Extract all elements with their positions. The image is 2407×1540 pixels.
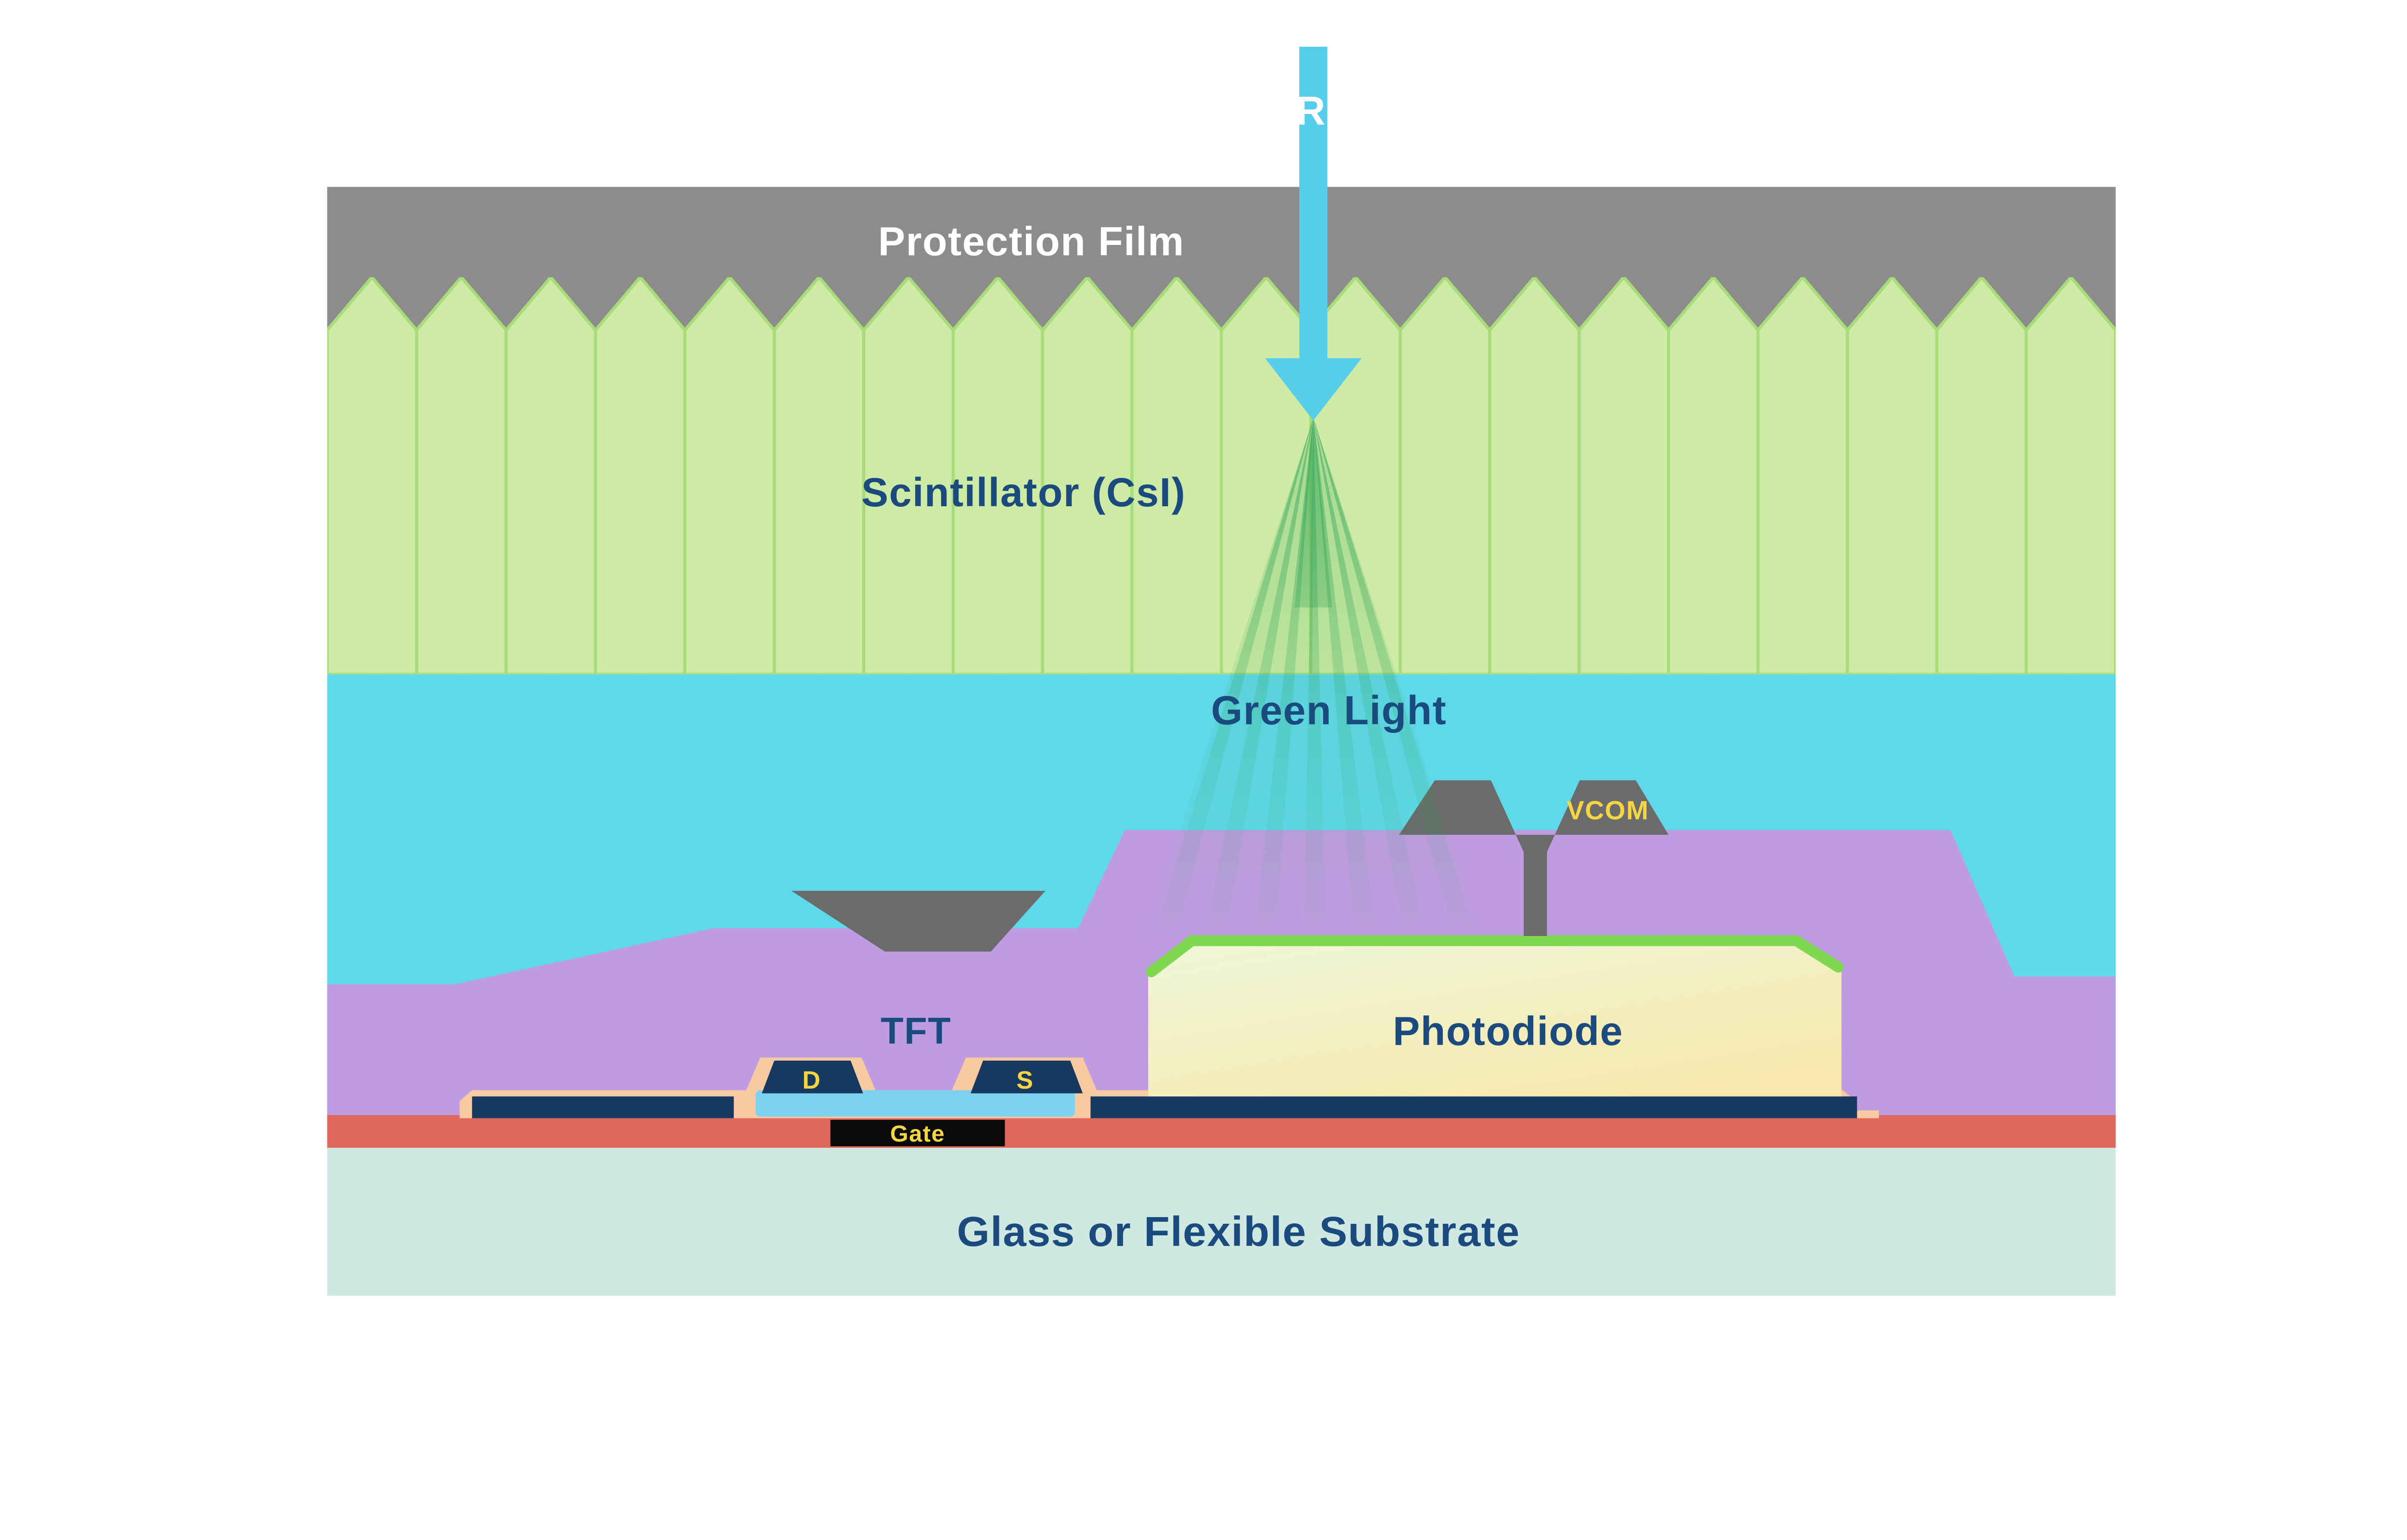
tft-gate-electrode	[830, 1119, 1005, 1146]
protection-film-label: Protection Film	[878, 219, 1185, 264]
bias-electrode	[791, 891, 1046, 952]
tft-label: TFT	[880, 1010, 951, 1052]
xray-label: X-Ray	[1254, 88, 1373, 133]
green-light-label: Green Light	[1211, 688, 1447, 733]
green-light-rays	[1146, 417, 1480, 935]
vcom-label: VCOM	[1566, 795, 1649, 825]
substrate-label: Glass or Flexible Substrate	[957, 1208, 1520, 1255]
drain-label: D	[802, 1066, 821, 1094]
photodiode-top-contact	[1146, 935, 1844, 977]
metal-line-left	[472, 1096, 734, 1118]
tft-drain-pad	[762, 1060, 863, 1093]
diagram-canvas: X-Ray Protection Film Scintillator (CsI)…	[327, 47, 2116, 1296]
scintillator-layer	[327, 277, 2116, 675]
tft-source-pad	[971, 1060, 1083, 1093]
vcom-electrode	[1399, 780, 1669, 936]
scintillator-label: Scintillator (CsI)	[861, 470, 1186, 515]
xray-arrow	[1265, 47, 1362, 421]
source-label: S	[1016, 1066, 1034, 1094]
xray-detector-diagram: X-Ray Protection Film Scintillator (CsI)…	[327, 47, 2116, 1296]
photodiode-body	[1148, 939, 1842, 1097]
gate-label: Gate	[890, 1121, 945, 1147]
substrate-layer	[327, 1148, 2116, 1296]
photodiode-label: Photodiode	[1393, 1009, 1623, 1054]
tft-channel-layer	[755, 1090, 1075, 1117]
metal-line-right	[1090, 1096, 1857, 1118]
base-metal-layer	[327, 1115, 2116, 1148]
